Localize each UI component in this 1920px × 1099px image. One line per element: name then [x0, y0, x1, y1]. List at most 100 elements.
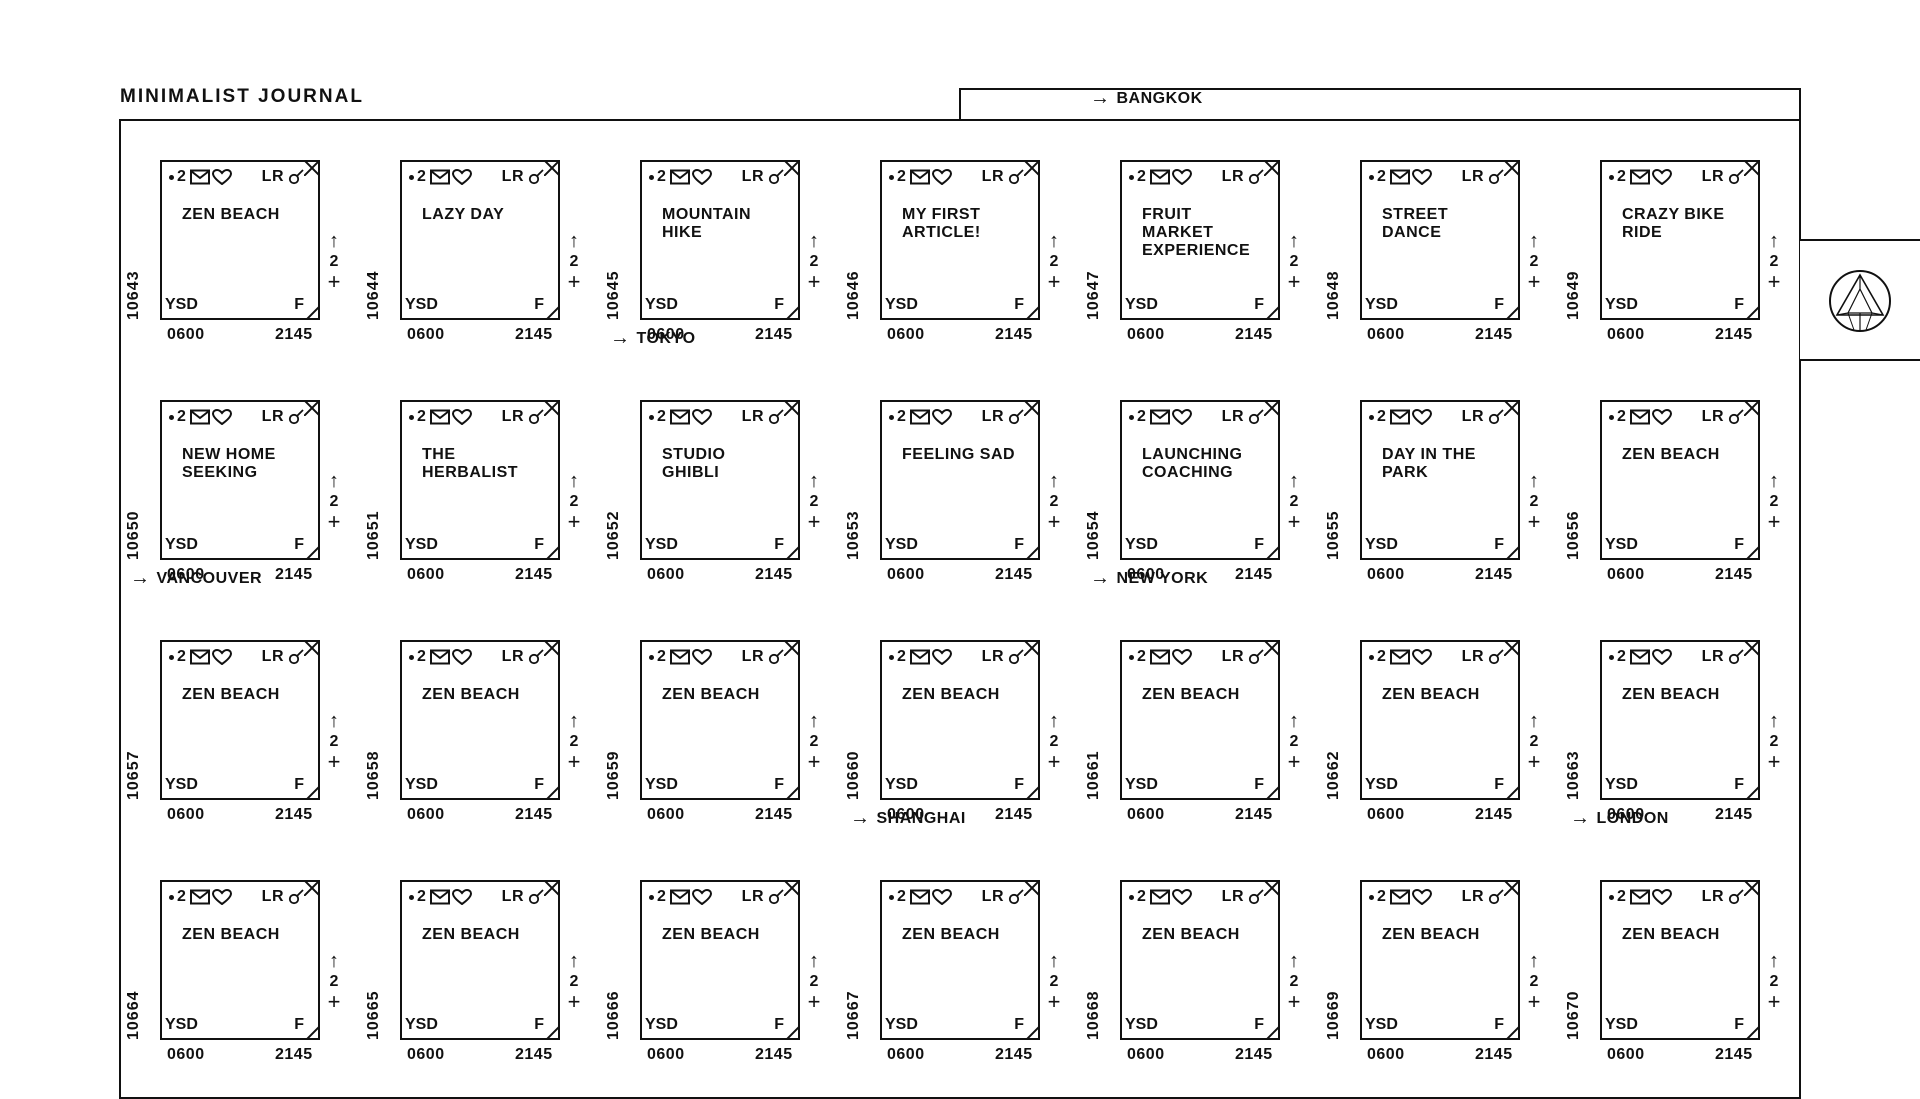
plus-icon[interactable]: +: [1527, 269, 1541, 294]
resize-corner-icon[interactable]: [1266, 786, 1280, 800]
mail-icon[interactable]: [909, 409, 930, 425]
journal-card[interactable]: 2 LR ZEN BEACH YSD F 10659 ↑ 2: [600, 600, 840, 840]
heart-icon[interactable]: [211, 409, 232, 425]
heart-icon[interactable]: [451, 649, 472, 665]
arrow-up-icon[interactable]: ↑: [569, 950, 579, 972]
arrow-up-icon[interactable]: ↑: [329, 470, 339, 492]
close-corner-icon[interactable]: [304, 400, 320, 416]
close-corner-icon[interactable]: [1504, 160, 1520, 176]
journal-card[interactable]: → NEW YORK 2 LR: [1080, 567, 1320, 840]
journal-card[interactable]: 2 LR ZEN BEACH YSD F 10668 ↑ 2: [1080, 840, 1320, 1080]
mail-icon[interactable]: [1149, 169, 1170, 185]
plus-icon[interactable]: +: [567, 989, 581, 1014]
card-frame[interactable]: 2 LR ZEN BEACH YSD F: [880, 640, 1040, 800]
plus-icon[interactable]: +: [1767, 989, 1781, 1014]
heart-icon[interactable]: [1171, 169, 1192, 185]
resize-corner-icon[interactable]: [1746, 1026, 1760, 1040]
close-corner-icon[interactable]: [1504, 880, 1520, 896]
heart-icon[interactable]: [451, 409, 472, 425]
arrow-up-icon[interactable]: ↑: [1049, 230, 1059, 252]
triangle-in-circle-icon[interactable]: [1828, 269, 1892, 333]
card-frame[interactable]: 2 LR ZEN BEACH YSD F: [400, 880, 560, 1040]
resize-corner-icon[interactable]: [1026, 1026, 1040, 1040]
plus-icon[interactable]: +: [807, 989, 821, 1014]
plus-icon[interactable]: +: [1767, 269, 1781, 294]
heart-icon[interactable]: [211, 169, 232, 185]
close-corner-icon[interactable]: [1264, 880, 1280, 896]
card-frame[interactable]: 2 LR ZEN BEACH YSD F: [640, 880, 800, 1040]
close-corner-icon[interactable]: [1264, 640, 1280, 656]
card-frame[interactable]: 2 LR DAY IN THE PARK YSD F: [1360, 400, 1520, 560]
resize-corner-icon[interactable]: [1506, 786, 1520, 800]
arrow-up-icon[interactable]: ↑: [329, 950, 339, 972]
journal-card[interactable]: → VANCOUVER 2 LR: [120, 567, 360, 840]
resize-corner-icon[interactable]: [1746, 546, 1760, 560]
card-frame[interactable]: 2 LR ZEN BEACH YSD F: [160, 640, 320, 800]
resize-corner-icon[interactable]: [306, 1026, 320, 1040]
heart-icon[interactable]: [211, 649, 232, 665]
close-corner-icon[interactable]: [1024, 880, 1040, 896]
mail-icon[interactable]: [909, 169, 930, 185]
arrow-up-icon[interactable]: ↑: [1769, 230, 1779, 252]
close-corner-icon[interactable]: [544, 880, 560, 896]
close-corner-icon[interactable]: [1264, 160, 1280, 176]
arrow-up-icon[interactable]: ↑: [1769, 470, 1779, 492]
mail-icon[interactable]: [189, 169, 210, 185]
mail-icon[interactable]: [429, 409, 450, 425]
plus-icon[interactable]: +: [567, 269, 581, 294]
close-corner-icon[interactable]: [304, 640, 320, 656]
journal-card[interactable]: → TOKYO 2 LR: [600, 327, 840, 600]
close-corner-icon[interactable]: [1024, 400, 1040, 416]
arrow-up-icon[interactable]: ↑: [1049, 710, 1059, 732]
journal-card[interactable]: → BANGKOK 2 LR: [1080, 87, 1320, 360]
resize-corner-icon[interactable]: [786, 306, 800, 320]
mail-icon[interactable]: [1389, 649, 1410, 665]
journal-card[interactable]: → SHANGHAI 2 LR: [840, 807, 1080, 1080]
arrow-up-icon[interactable]: ↑: [1529, 950, 1539, 972]
heart-icon[interactable]: [1171, 409, 1192, 425]
heart-icon[interactable]: [451, 889, 472, 905]
heart-icon[interactable]: [691, 649, 712, 665]
heart-icon[interactable]: [1411, 169, 1432, 185]
resize-corner-icon[interactable]: [1026, 306, 1040, 320]
close-corner-icon[interactable]: [1024, 640, 1040, 656]
heart-icon[interactable]: [691, 169, 712, 185]
plus-icon[interactable]: +: [1047, 749, 1061, 774]
plus-icon[interactable]: +: [807, 749, 821, 774]
plus-icon[interactable]: +: [1767, 749, 1781, 774]
heart-icon[interactable]: [1411, 409, 1432, 425]
heart-icon[interactable]: [1651, 889, 1672, 905]
card-frame[interactable]: 2 LR ZEN BEACH YSD F: [1600, 880, 1760, 1040]
resize-corner-icon[interactable]: [1266, 1026, 1280, 1040]
journal-card[interactable]: 2 LR THE HERBALIST YSD F 10651 ↑: [360, 360, 600, 600]
close-corner-icon[interactable]: [544, 160, 560, 176]
mail-icon[interactable]: [189, 409, 210, 425]
card-frame[interactable]: 2 LR ZEN BEACH YSD F: [640, 640, 800, 800]
side-tab[interactable]: [1800, 239, 1920, 361]
mail-icon[interactable]: [1149, 649, 1170, 665]
plus-icon[interactable]: +: [1767, 509, 1781, 534]
arrow-up-icon[interactable]: ↑: [1049, 470, 1059, 492]
arrow-up-icon[interactable]: ↑: [569, 470, 579, 492]
close-corner-icon[interactable]: [1024, 160, 1040, 176]
mail-icon[interactable]: [1629, 889, 1650, 905]
top-tab[interactable]: [959, 88, 1801, 121]
arrow-up-icon[interactable]: ↑: [1289, 710, 1299, 732]
plus-icon[interactable]: +: [1527, 509, 1541, 534]
journal-card[interactable]: 2 LR ZEN BEACH YSD F 10665 ↑ 2: [360, 840, 600, 1080]
plus-icon[interactable]: +: [327, 509, 341, 534]
plus-icon[interactable]: +: [1047, 989, 1061, 1014]
resize-corner-icon[interactable]: [786, 1026, 800, 1040]
plus-icon[interactable]: +: [327, 749, 341, 774]
card-frame[interactable]: 2 LR ZEN BEACH YSD F: [160, 880, 320, 1040]
heart-icon[interactable]: [1651, 649, 1672, 665]
card-frame[interactable]: 2 LR NEW HOME SEEKING YSD F: [160, 400, 320, 560]
plus-icon[interactable]: +: [807, 269, 821, 294]
close-corner-icon[interactable]: [1264, 400, 1280, 416]
heart-icon[interactable]: [931, 409, 952, 425]
mail-icon[interactable]: [1389, 169, 1410, 185]
arrow-up-icon[interactable]: ↑: [1289, 470, 1299, 492]
journal-card[interactable]: 2 LR MOUNTAIN HIKE YSD F 10645 ↑: [600, 120, 840, 360]
journal-card[interactable]: 2 LR CRAZY BIKE RIDE YSD F 10649 ↑: [1560, 120, 1800, 360]
heart-icon[interactable]: [1411, 649, 1432, 665]
